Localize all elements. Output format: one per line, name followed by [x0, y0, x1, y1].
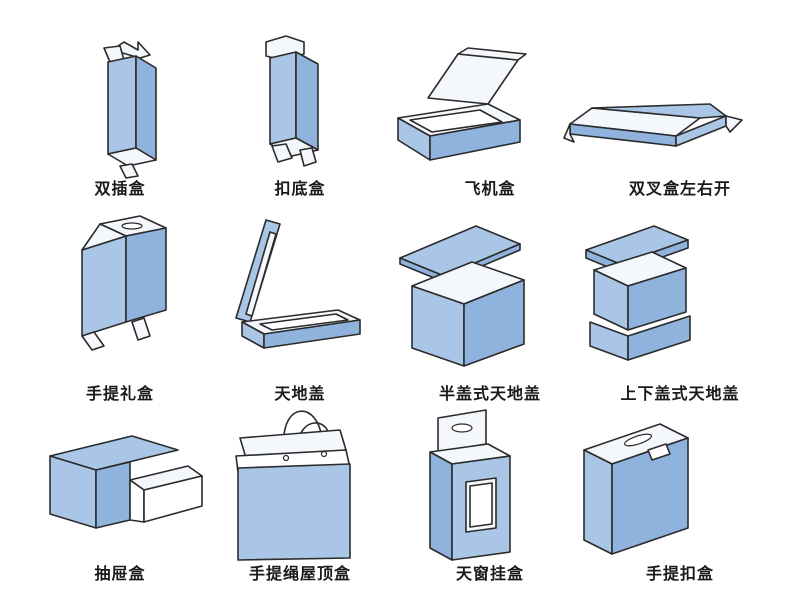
box-label: 抽屉盒	[94, 564, 146, 583]
box-cell-lid-base: 天地盖	[200, 210, 400, 410]
box-cell-mailer: 飞机盒	[390, 20, 590, 220]
box-label: 天窗挂盒	[455, 564, 524, 583]
box-label: 天地盖	[274, 384, 326, 403]
box-label: 手提绳屋顶盒	[248, 564, 351, 583]
box-label: 双叉盒左右开	[628, 179, 731, 198]
box-cell-top-bottom-lid: 上下盖式天地盖	[580, 210, 780, 410]
tuck-end-box-icon	[103, 41, 157, 179]
box-cell-drawer: 抽屉盒	[20, 410, 220, 610]
lock-bottom-box-icon	[265, 35, 319, 167]
box-cell-window-hanger: 天窗挂盒	[390, 409, 590, 610]
handle-lock-box-icon	[583, 423, 689, 555]
box-label: 手提扣盒	[645, 564, 714, 583]
rope-handle-gable-box-icon	[235, 410, 351, 561]
window-hanger-box-icon	[429, 409, 511, 561]
side-open-sleeve-box-icon	[563, 103, 743, 147]
box-cell-side-open: 双叉盒左右开	[563, 20, 780, 220]
box-label: 双插盒	[94, 179, 146, 198]
box-cell-rope-gable: 手提绳屋顶盒	[200, 410, 400, 610]
half-lid-box-icon	[399, 225, 525, 367]
box-label: 扣底盒	[274, 179, 326, 198]
drawer-box-icon	[49, 435, 203, 529]
box-cell-handle-lock: 手提扣盒	[580, 410, 780, 610]
lid-and-base-box-icon	[235, 219, 361, 349]
box-cell-handle-gift: 手提礼盒	[20, 210, 220, 410]
box-cell-lock-bottom: 扣底盒	[200, 20, 400, 220]
box-cell-tuck-end: 双插盒	[20, 20, 220, 220]
top-bottom-lid-box-icon	[585, 225, 691, 361]
box-label: 上下盖式天地盖	[620, 384, 740, 403]
mailer-box-icon	[397, 47, 527, 161]
box-label: 手提礼盒	[85, 384, 154, 403]
box-label: 半盖式天地盖	[438, 384, 541, 403]
handle-gift-box-icon	[81, 215, 167, 351]
box-label: 飞机盒	[464, 179, 516, 198]
box-cell-half-lid: 半盖式天地盖	[390, 210, 590, 410]
